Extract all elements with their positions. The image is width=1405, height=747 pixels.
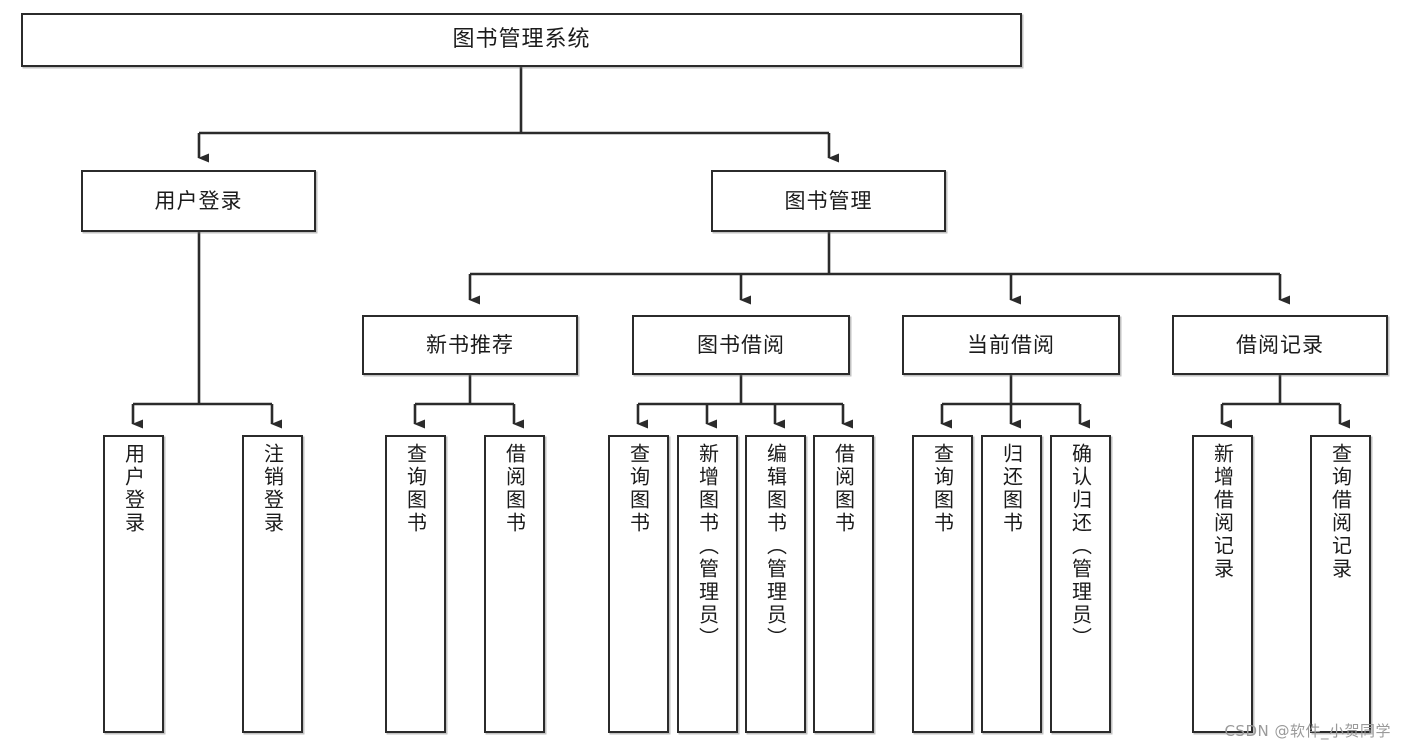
node-label: 查询图书	[403, 443, 428, 535]
node-label: 归还图书	[999, 443, 1024, 535]
node-label: 查询借阅记录	[1328, 443, 1353, 581]
node-root-system[interactable]: 图书管理系统	[21, 13, 1022, 67]
leaf-recommend-borrow-book[interactable]: 借阅图书	[484, 435, 545, 733]
node-label: 查询图书	[626, 443, 651, 535]
leaf-borrow-query-book[interactable]: 查询图书	[608, 435, 669, 733]
node-book-management[interactable]: 图书管理	[711, 170, 946, 232]
node-borrow-record[interactable]: 借阅记录	[1172, 315, 1388, 375]
node-new-book-recommend[interactable]: 新书推荐	[362, 315, 578, 375]
node-label: 借阅记录	[1236, 332, 1324, 357]
node-label: 用户登录	[154, 188, 243, 213]
node-label: 新增借阅记录	[1210, 443, 1235, 581]
node-user-login[interactable]: 用户登录	[81, 170, 316, 232]
leaf-record-query-record[interactable]: 查询借阅记录	[1310, 435, 1371, 733]
node-label: 借阅图书	[502, 443, 527, 535]
leaf-recommend-query-book[interactable]: 查询图书	[385, 435, 446, 733]
node-label: 当前借阅	[967, 332, 1055, 357]
node-label: 编辑图书（管理员）	[763, 443, 788, 650]
leaf-record-add-record[interactable]: 新增借阅记录	[1192, 435, 1253, 733]
leaf-current-query-book[interactable]: 查询图书	[912, 435, 973, 733]
node-label: 新书推荐	[426, 332, 514, 357]
leaf-borrow-borrow-book[interactable]: 借阅图书	[813, 435, 874, 733]
node-label: 图书借阅	[697, 332, 785, 357]
leaf-user-login-signin[interactable]: 用户登录	[103, 435, 164, 733]
node-book-borrow[interactable]: 图书借阅	[632, 315, 850, 375]
node-label: 用户登录	[121, 443, 146, 535]
leaf-borrow-add-book[interactable]: 新增图书（管理员）	[677, 435, 738, 733]
csdn-watermark: CSDN @软件_小贺同学	[1224, 722, 1391, 740]
leaf-borrow-edit-book[interactable]: 编辑图书（管理员）	[745, 435, 806, 733]
leaf-user-login-signout[interactable]: 注销登录	[242, 435, 303, 733]
leaf-current-confirm-return[interactable]: 确认归还（管理员）	[1050, 435, 1111, 733]
node-label: 查询图书	[930, 443, 955, 535]
node-label: 借阅图书	[831, 443, 856, 535]
node-label: 新增图书（管理员）	[695, 443, 720, 650]
node-current-borrow[interactable]: 当前借阅	[902, 315, 1120, 375]
leaf-current-return-book[interactable]: 归还图书	[981, 435, 1042, 733]
node-label: 注销登录	[260, 443, 285, 535]
node-label: 确认归还（管理员）	[1068, 443, 1093, 650]
node-label: 图书管理系统	[452, 27, 591, 53]
node-label: 图书管理	[784, 188, 873, 213]
